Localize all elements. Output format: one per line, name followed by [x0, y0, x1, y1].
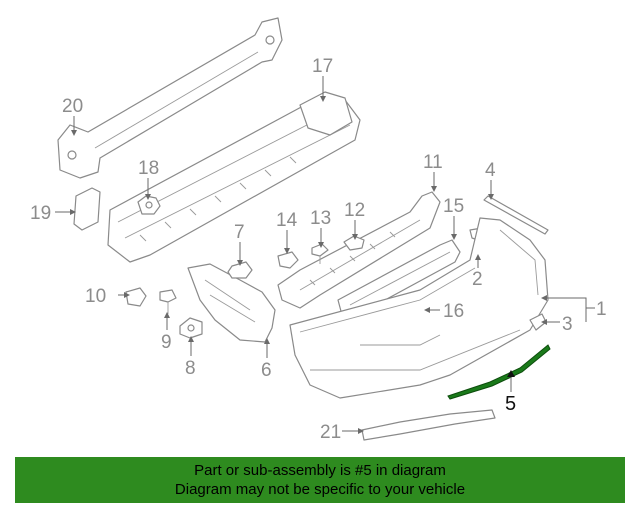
- callout-17: 17: [312, 56, 333, 77]
- callout-20: 20: [62, 96, 83, 117]
- part-8-nut[interactable]: [179, 317, 203, 339]
- parts-diagram: 20 17 18 19 11 15 4 7 14 13 12 2 10 9 8 …: [30, 17, 607, 443]
- callout-4: 4: [485, 160, 496, 181]
- part-12-nut[interactable]: [343, 235, 365, 251]
- callout-21: 21: [320, 422, 341, 443]
- part-10-clip[interactable]: [125, 287, 147, 307]
- part-18-nut[interactable]: [137, 195, 161, 215]
- part-4-strip[interactable]: [483, 195, 549, 235]
- callout-15: 15: [443, 196, 464, 217]
- callout-numbers: 20 17 18 19 11 15 4 7 14 13 12 2 10 9 8 …: [30, 56, 607, 443]
- callout-7: 7: [234, 222, 245, 243]
- part-5-trim-highlighted[interactable]: [447, 344, 551, 400]
- callout-12: 12: [344, 200, 365, 221]
- callout-19: 19: [30, 203, 51, 224]
- callout-3: 3: [562, 314, 573, 335]
- part-11-bracket[interactable]: [277, 191, 441, 309]
- callout-13: 13: [310, 208, 331, 229]
- part-21-trim[interactable]: [361, 409, 496, 441]
- callout-5: 5: [505, 393, 516, 415]
- banner-line-disclaimer: Diagram may not be specific to your vehi…: [174, 481, 466, 498]
- banner-line-part: Part or sub-assembly is #5 in diagram: [194, 462, 446, 479]
- callout-18: 18: [138, 158, 159, 179]
- callout-2: 2: [472, 269, 483, 290]
- callout-10: 10: [85, 286, 106, 307]
- part-1-bumper-cover[interactable]: [289, 217, 549, 399]
- part-19-pad[interactable]: [73, 187, 101, 231]
- callout-1: 1: [596, 299, 607, 320]
- part-7-bracket[interactable]: [187, 261, 276, 343]
- arrowheads: [70, 96, 547, 434]
- part-14-clip[interactable]: [277, 251, 299, 269]
- callout-11: 11: [423, 152, 443, 173]
- callout-16: 16: [443, 301, 464, 322]
- part-info-banner: Part or sub-assembly is #5 in diagram Di…: [15, 457, 625, 503]
- callout-8: 8: [185, 358, 196, 379]
- callout-9: 9: [161, 332, 172, 353]
- part-20-bracket[interactable]: [57, 17, 283, 179]
- callout-14: 14: [276, 210, 298, 231]
- callout-6: 6: [261, 360, 272, 381]
- part-9-screw[interactable]: [159, 289, 177, 314]
